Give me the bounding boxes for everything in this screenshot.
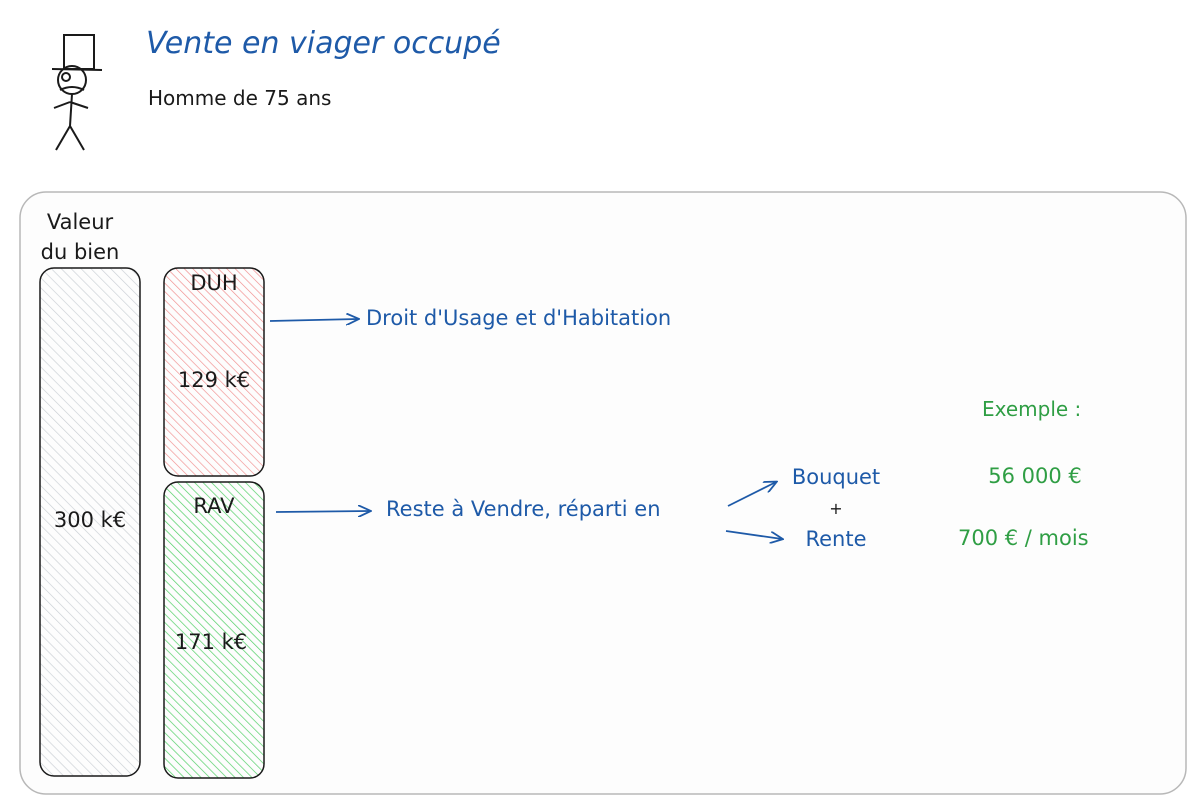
bien-label-line2: du bien bbox=[40, 240, 120, 264]
bien-value: 300 k€ bbox=[53, 508, 127, 532]
bien-label: Valeur du bien bbox=[40, 207, 120, 267]
rente-arrow bbox=[725, 530, 782, 539]
duh-label: DUH bbox=[190, 271, 238, 295]
example-rente-value: 700 € / mois bbox=[958, 526, 1089, 550]
rav-label: RAV bbox=[193, 494, 235, 518]
bien-bar bbox=[39, 267, 141, 777]
bouquet-arrow bbox=[727, 482, 776, 507]
example-bouquet-value: 56 000 € bbox=[988, 464, 1082, 488]
stick-figure-icon bbox=[51, 34, 103, 151]
rav-value: 171 k€ bbox=[174, 630, 248, 654]
duh-bar bbox=[163, 267, 265, 477]
rav-bar bbox=[163, 481, 265, 779]
rav-arrow bbox=[275, 511, 370, 512]
example-title: Exemple : bbox=[982, 397, 1082, 421]
duh-arrow bbox=[269, 319, 358, 321]
page-title: Vente en viager occupé bbox=[146, 26, 501, 61]
page-subtitle: Homme de 75 ans bbox=[148, 86, 332, 110]
bouquet-label: Bouquet bbox=[791, 465, 881, 489]
bien-label-line1: Valeur bbox=[46, 210, 114, 234]
diagram-frame bbox=[19, 191, 1187, 795]
duh-value: 129 k€ bbox=[177, 368, 251, 392]
rav-description: Reste à Vendre, réparti en bbox=[386, 497, 661, 521]
rente-label: Rente bbox=[805, 527, 867, 551]
duh-description: Droit d'Usage et d'Habitation bbox=[366, 306, 672, 330]
plus-sign: + bbox=[829, 499, 843, 518]
